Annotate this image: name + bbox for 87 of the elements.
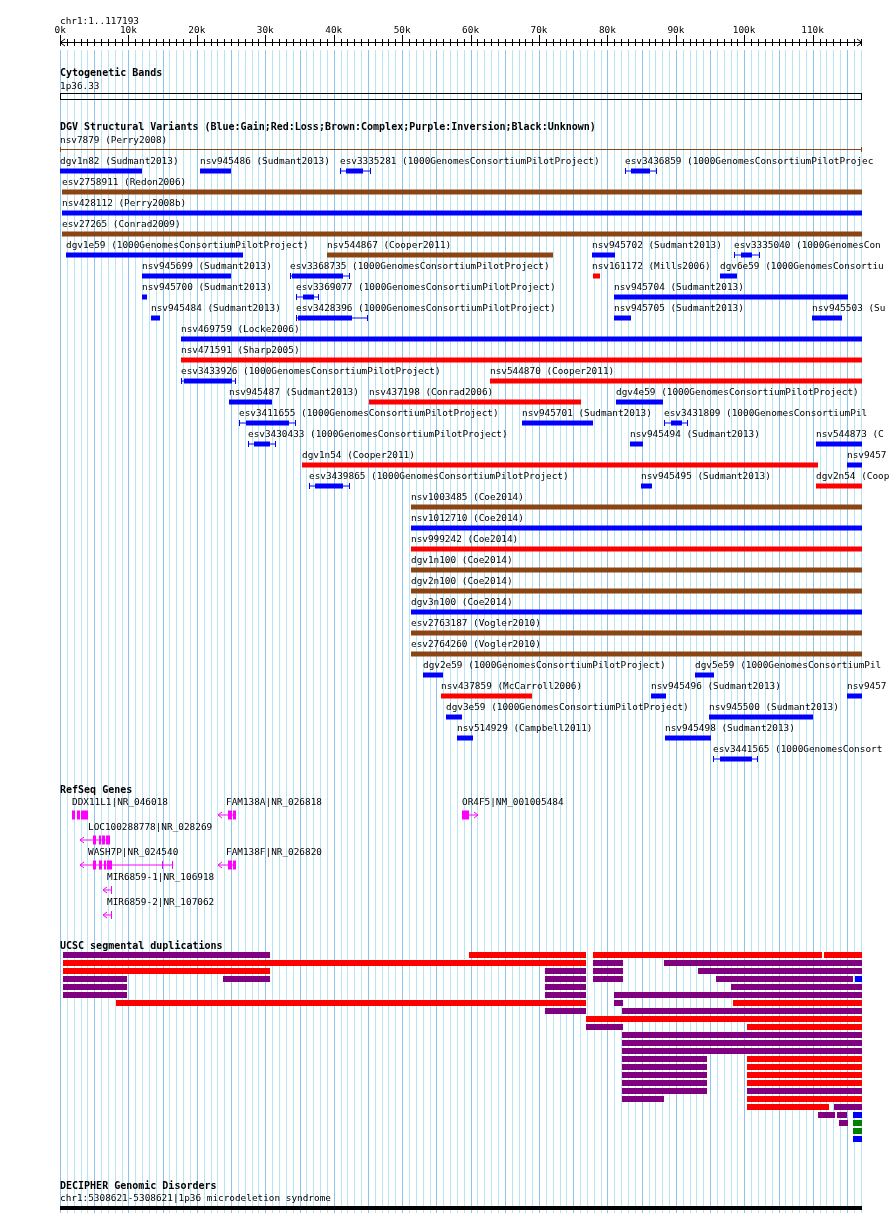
feature-label: nsv945699 (Sudmant2013) — [142, 260, 272, 271]
feature-label: nsv437859 (McCarroll2006) — [441, 680, 583, 691]
gene-label: DDX11L1|NR_046018 — [72, 796, 168, 807]
feature-label: dgv3n100 (Coe2014) — [411, 596, 513, 607]
feature-label: nsv9457 — [847, 680, 887, 691]
feature-label: dgv1n54 (Cooper2011) — [302, 449, 415, 460]
feature-label: dgv2n100 (Coe2014) — [411, 575, 513, 586]
feature-label: nsv544870 (Cooper2011) — [490, 365, 615, 376]
feature-label: nsv161172 (Mills2006) — [592, 260, 711, 271]
feature-label: dgv1n100 (Coe2014) — [411, 554, 513, 565]
feature-label: esv3433926 (1000GenomesConsortiumPilotProject) — [181, 365, 441, 376]
feature-label: nsv428112 (Perry2008b) — [62, 197, 187, 208]
feature-label: nsv945702 (Sudmant2013) — [592, 239, 722, 250]
feature-label: nsv945503 (Su — [812, 302, 886, 313]
feature-label: dgv6e59 (1000GenomesConsortiu — [720, 260, 884, 271]
feature-label: esv2758911 (Redon2006) — [62, 176, 187, 187]
feature-label: nsv437198 (Conrad2006) — [369, 386, 494, 397]
gene-label: OR4F5|NM_001005484 — [462, 796, 564, 807]
gene-label: WASH7P|NR_024540 — [88, 846, 179, 857]
feature-label: esv3441565 (1000GenomesConsort — [713, 743, 883, 754]
feature-label: esv2763187 (Vogler2010) — [411, 617, 541, 628]
feature-label: dgv2n54 (Coop — [816, 470, 890, 481]
feature-label: nsv471591 (Sharp2005) — [181, 344, 300, 355]
feature-label: nsv945495 (Sudmant2013) — [641, 470, 771, 481]
tick-label: 40k — [325, 24, 343, 35]
feature-label: nsv945494 (Sudmant2013) — [630, 428, 760, 439]
feature-label: nsv945496 (Sudmant2013) — [651, 680, 781, 691]
feature-label: dgv2e59 (1000GenomesConsortiumPilotProject) — [423, 659, 666, 670]
feature-label: nsv514929 (Campbell2011) — [457, 722, 593, 733]
gene-label: MIR6859-2|NR_107062 — [107, 896, 215, 907]
feature-label: nsv1012710 (Coe2014) — [411, 512, 524, 523]
feature-label: nsv945500 (Sudmant2013) — [709, 701, 839, 712]
tick-label: 70k — [530, 24, 548, 35]
track-title: UCSC segmental duplications — [60, 940, 223, 951]
tick-label: 60k — [462, 24, 480, 35]
feature-label: dgv4e59 (1000GenomesConsortiumPilotProject) — [616, 386, 859, 397]
tick-label: 10k — [119, 24, 137, 35]
feature-label: dgv3e59 (1000GenomesConsortiumPilotProject) — [446, 701, 689, 712]
tick-label: 0k — [54, 24, 66, 35]
feature-label: nsv945700 (Sudmant2013) — [142, 281, 272, 292]
gene-label: FAM138A|NR_026818 — [226, 796, 322, 807]
track-title: RefSeq Genes — [60, 784, 133, 795]
tick-label: 80k — [598, 24, 616, 35]
feature-label: nsv945701 (Sudmant2013) — [522, 407, 652, 418]
track-title: Cytogenetic Bands — [60, 67, 163, 78]
region-label: chr1:1..117193 — [60, 15, 140, 26]
feature-label: esv3436859 (1000GenomesConsortiumPilotProjec — [625, 155, 874, 166]
tick-label: 110k — [801, 24, 824, 35]
tick-label: 30k — [256, 24, 274, 35]
feature-label: nsv945484 (Sudmant2013) — [151, 302, 281, 313]
feature-label: dgv1e59 (1000GenomesConsortiumPilotProject) — [66, 239, 309, 250]
feature-label: nsv945487 (Sudmant2013) — [229, 386, 359, 397]
feature-label: esv3428396 (1000GenomesConsortiumPilotProject) — [296, 302, 556, 313]
gene-label: FAM138F|NR_026820 — [226, 846, 322, 857]
feature-label: esv3335040 (1000GenomesCon — [734, 239, 881, 250]
feature-label: nsv1003485 (Coe2014) — [411, 491, 524, 502]
feature-label: esv3430433 (1000GenomesConsortiumPilotProject) — [248, 428, 508, 439]
feature-label: esv3431809 (1000GenomesConsortiumPil — [664, 407, 868, 418]
feature-label: nsv544867 (Cooper2011) — [327, 239, 452, 250]
feature-label: esv3439865 (1000GenomesConsortiumPilotProject) — [309, 470, 569, 481]
feature-label: nsv945486 (Sudmant2013) — [200, 155, 330, 166]
feature-label: esv3411655 (1000GenomesConsortiumPilotProject) — [239, 407, 499, 418]
tick-label: 20k — [188, 24, 206, 35]
track-title: DECIPHER Genomic Disorders — [60, 1180, 217, 1191]
feature-label: nsv469759 (Locke2006) — [181, 323, 300, 334]
tick-label: 50k — [393, 24, 411, 35]
feature-label: esv3368735 (1000GenomesConsortiumPilotProject) — [290, 260, 550, 271]
feature-label: dgv5e59 (1000GenomesConsortiumPil — [695, 659, 882, 670]
track-title: DGV Structural Variants (Blue:Gain;Red:Loss;Brown:Complex;Purple:Inversion;Black:Unknown) — [60, 121, 596, 132]
feature-label: nsv945498 (Sudmant2013) — [665, 722, 795, 733]
feature-label: nsv999242 (Coe2014) — [411, 533, 519, 544]
feature-label: dgv1n82 (Sudmant2013) — [60, 155, 179, 166]
feature-label: nsv9457 — [847, 449, 887, 460]
feature-label: chr1:5308621-5308621|1p36 microdeletion syndrome — [60, 1192, 331, 1203]
tick-label: 100k — [732, 24, 756, 35]
band-label: 1p36.33 — [60, 80, 100, 91]
gene-label: MIR6859-1|NR_106918 — [107, 871, 215, 882]
feature-label: esv3369077 (1000GenomesConsortiumPilotProject) — [296, 281, 556, 292]
feature-label: nsv7879 (Perry2008) — [60, 134, 168, 145]
feature-label: esv3335281 (1000GenomesConsortiumPilotProject) — [340, 155, 600, 166]
feature-label: nsv945704 (Sudmant2013) — [614, 281, 744, 292]
feature-label: nsv945705 (Sudmant2013) — [614, 302, 744, 313]
feature-label: esv2764260 (Vogler2010) — [411, 638, 541, 649]
feature-label: nsv544873 (C — [816, 428, 884, 439]
tick-label: 90k — [667, 24, 685, 35]
gene-label: LOC100288778|NR_028269 — [88, 821, 213, 832]
feature-label: esv27265 (Conrad2009) — [62, 218, 181, 229]
